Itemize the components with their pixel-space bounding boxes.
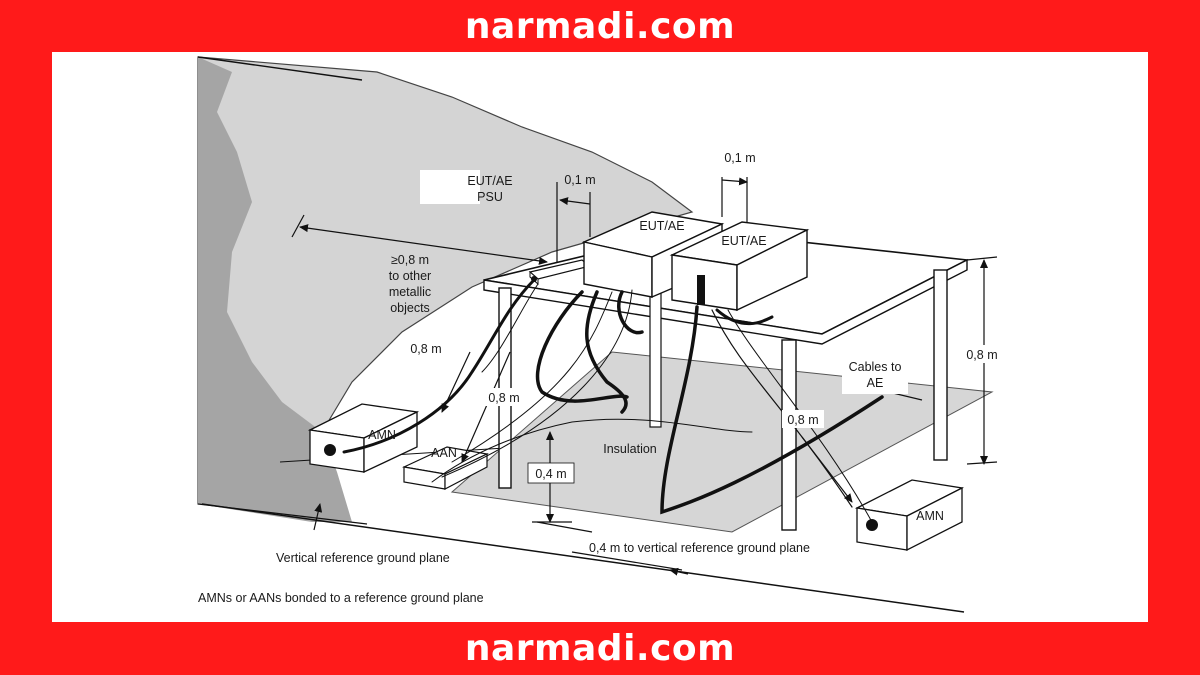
label-cables-line2: AE (867, 376, 884, 390)
label-distance-line1: ≥0,8 m (391, 253, 429, 267)
label-eut-2: EUT/AE (721, 234, 766, 248)
label-cables-line1: Cables to (849, 360, 902, 374)
label-distance-line2: to other (389, 269, 431, 283)
diagram-canvas: EUT/AE PSU 0,1 m 0,1 m EUT/AE EUT/AE ≥0,… (52, 52, 1148, 622)
table-leg-back-left (649, 286, 662, 428)
label-eut-1: EUT/AE (639, 219, 684, 233)
site-banner-top[interactable]: narmadi.com (464, 5, 736, 47)
table-leg-front-right (781, 339, 797, 531)
test-setup-diagram: EUT/AE PSU 0,1 m 0,1 m EUT/AE EUT/AE ≥0,… (197, 56, 1004, 613)
ground-plane-front-edge (201, 503, 965, 613)
label-amn-right-distance: 0,8 m (787, 413, 818, 427)
dimension-lines (291, 177, 998, 576)
label-eut-psu-line2: PSU (477, 190, 503, 204)
wall-shadow (198, 57, 352, 522)
label-aan: AAN (431, 446, 457, 460)
diagram-caption: AMNs or AANs bonded to a reference groun… (198, 591, 484, 605)
label-insulation: Insulation (603, 442, 657, 456)
diagram-labels: EUT/AE PSU 0,1 m 0,1 m EUT/AE EUT/AE ≥0,… (198, 151, 1004, 605)
label-amn-left-distance: 0,8 m (410, 342, 441, 356)
label-amn-right: AMN (916, 509, 944, 523)
label-insulation-height: 0,4 m (535, 467, 566, 481)
table-leg-back-right (933, 269, 948, 461)
label-amn-left: AMN (368, 428, 396, 442)
label-distance-line4: objects (390, 301, 430, 315)
label-vertical-plane: Vertical reference ground plane (276, 551, 450, 565)
label-vertical-plane-distance: 0,4 m to vertical reference ground plane (589, 541, 810, 555)
cables (342, 278, 884, 523)
label-gap-top: 0,1 m (724, 151, 755, 165)
label-distance-line3: metallic (389, 285, 431, 299)
site-banner-bottom[interactable]: narmadi.com (464, 628, 736, 669)
label-aan-distance: 0,8 m (488, 391, 519, 405)
label-eut-psu-line1: EUT/AE (467, 174, 512, 188)
label-gap-psu: 0,1 m (564, 173, 595, 187)
label-table-height: 0,8 m (966, 348, 997, 362)
